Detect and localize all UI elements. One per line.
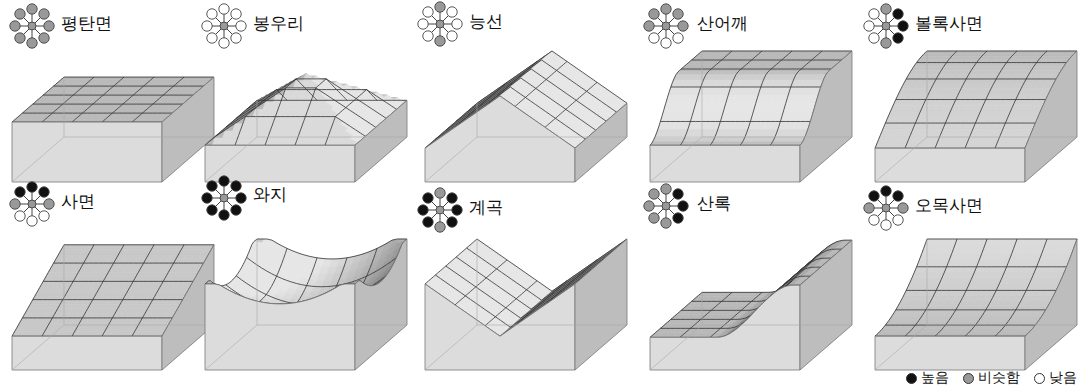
terrain-block [205,74,407,183]
terrain-block [875,51,1077,182]
terrain-block [12,77,214,182]
block-front [205,145,355,182]
terrain-block [425,51,627,182]
terrain-block [650,51,852,182]
block-front [650,145,800,182]
block-front [12,122,162,182]
